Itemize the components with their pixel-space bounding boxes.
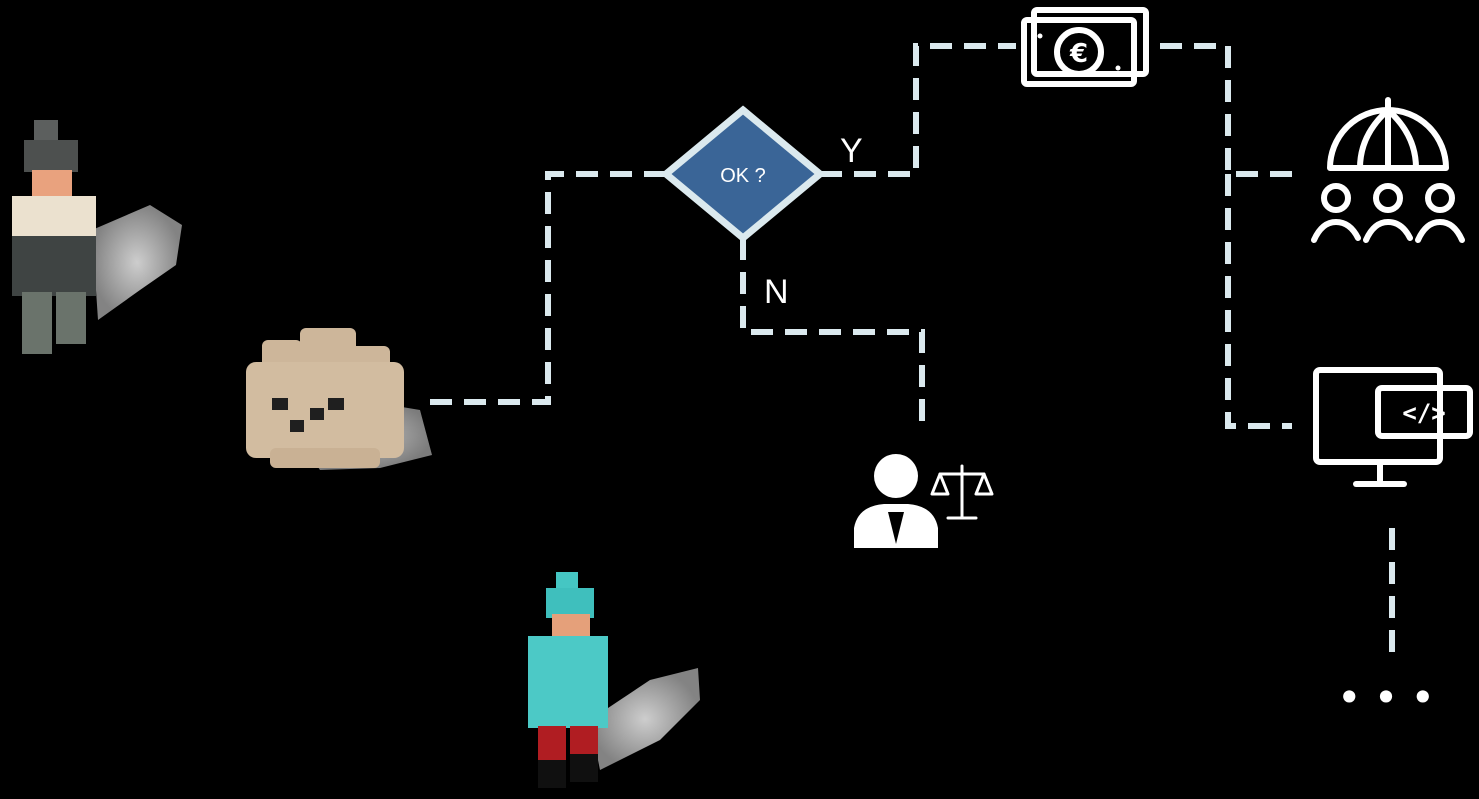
connector-money-to-computer xyxy=(1225,174,1292,429)
connector-no-to-lawyer xyxy=(740,238,925,426)
svg-text:€: € xyxy=(1069,39,1088,69)
computer-code-icon: </> xyxy=(1313,367,1473,487)
yes-branch-label: Y xyxy=(840,132,863,170)
lawyer-scale-icon xyxy=(854,454,994,548)
connector-face-to-decision xyxy=(430,171,668,405)
lego-face-block xyxy=(246,328,432,470)
continuation-dots: ••• xyxy=(1337,673,1447,722)
connector-yes-to-money xyxy=(820,43,1016,177)
banknote-euro-icon: € xyxy=(1021,7,1149,87)
connector-money-to-insurance xyxy=(1160,43,1292,177)
decision-label: OK ? xyxy=(720,165,766,187)
lego-figure-teal xyxy=(528,572,700,788)
no-branch-label: N xyxy=(764,273,789,311)
svg-text:</>: </> xyxy=(1402,399,1445,427)
insurance-umbrella-people-icon xyxy=(1311,97,1465,243)
decision-diamond: OK ? xyxy=(660,105,826,243)
lego-figure-gray xyxy=(12,120,182,354)
